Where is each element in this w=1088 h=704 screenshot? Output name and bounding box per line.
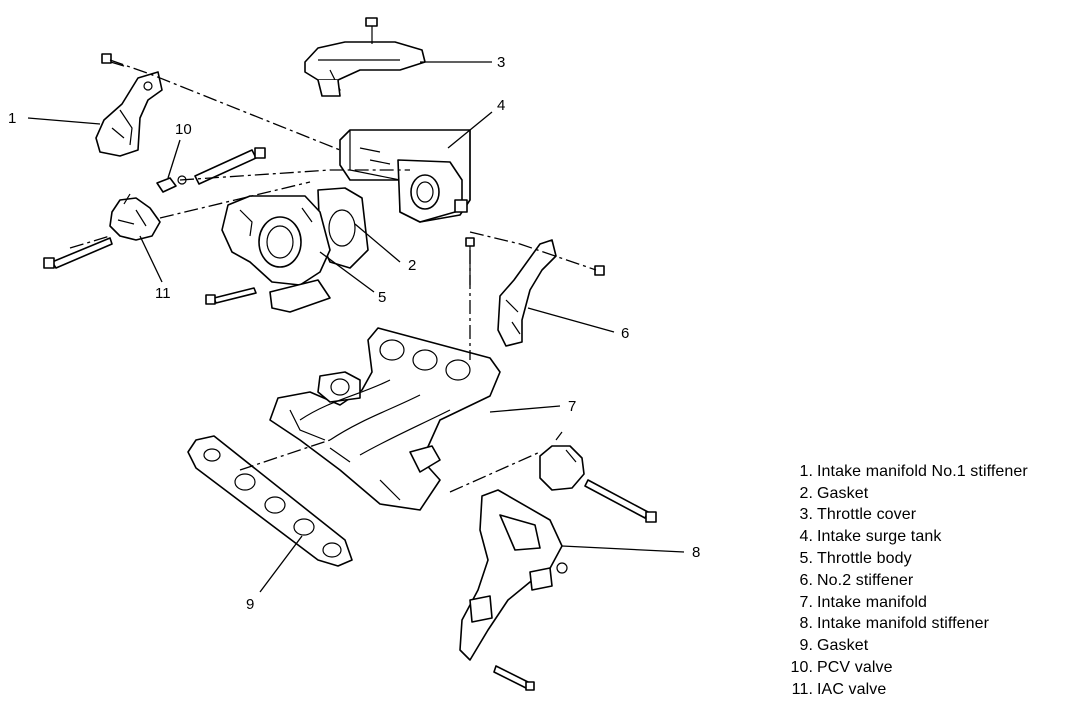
- legend-item: 8.Intake manifold stiffener: [780, 614, 1085, 636]
- surge-tank-gasket: [317, 187, 369, 269]
- legend-label: Intake manifold No.1 stiffener: [817, 462, 1028, 480]
- legend-item: 6.No.2 stiffener: [780, 570, 1085, 592]
- legend-label: Gasket: [817, 484, 869, 502]
- legend-item: 9.Gasket: [780, 635, 1085, 657]
- callout-labels: 1 2 3 4 5 6 7 8 9 10 11: [8, 54, 700, 613]
- callout-5: 5: [378, 289, 386, 306]
- callout-1: 1: [8, 110, 16, 127]
- legend-number: 9.: [799, 637, 813, 655]
- callout-11: 11: [155, 285, 171, 302]
- legend-label: Throttle cover: [817, 506, 917, 524]
- callout-10: 10: [175, 121, 192, 138]
- callout-4: 4: [497, 97, 505, 114]
- callout-6: 6: [621, 325, 629, 342]
- intake-surge-tank: [339, 129, 471, 223]
- legend-number: 4.: [799, 528, 813, 546]
- legend-item: 1.Intake manifold No.1 stiffener: [780, 461, 1085, 483]
- callout-2: 2: [408, 257, 416, 274]
- callout-9: 9: [246, 596, 254, 613]
- legend-item: 10.PCV valve: [780, 657, 1085, 679]
- callout-8: 8: [692, 544, 700, 561]
- intake-manifold: [269, 327, 501, 511]
- assembly-centerlines: [69, 59, 597, 493]
- legend-item: 5.Throttle body: [780, 548, 1085, 570]
- legend-number: 5.: [799, 550, 813, 568]
- legend-label: Gasket: [817, 637, 869, 655]
- intake-manifold-stiffener: [459, 489, 568, 691]
- legend-label: No.2 stiffener: [817, 571, 914, 589]
- throttle-body: [205, 195, 331, 313]
- callout-3: 3: [497, 54, 505, 71]
- legend-number: 2.: [799, 484, 813, 502]
- manifold-gasket: [187, 435, 353, 567]
- legend-label: Intake manifold stiffener: [817, 615, 990, 633]
- no1-stiffener: [95, 53, 163, 157]
- legend-number: 11.: [791, 680, 813, 698]
- legend-label: Throttle body: [817, 550, 912, 568]
- leader-lines: [27, 61, 685, 593]
- pcv-valve: [156, 147, 266, 193]
- legend-label: Intake surge tank: [817, 528, 942, 546]
- legend-number: 10.: [790, 659, 813, 677]
- legend-item: 3.Throttle cover: [780, 505, 1085, 527]
- legend-item: 4.Intake surge tank: [780, 526, 1085, 548]
- legend-number: 8.: [799, 615, 813, 633]
- legend-label: IAC valve: [817, 680, 887, 698]
- manifold-bracket-valve: [539, 431, 657, 523]
- legend-number: 3.: [799, 506, 813, 524]
- throttle-cover: [304, 17, 426, 97]
- legend-item: 7.Intake manifold: [780, 592, 1085, 614]
- legend-number: 7.: [799, 593, 813, 611]
- legend-number: 6.: [799, 571, 813, 589]
- legend-number: 1.: [799, 462, 813, 480]
- no2-stiffener: [465, 237, 605, 347]
- legend-item: 2.Gasket: [780, 483, 1085, 505]
- legend-item: 11.IAC valve: [780, 679, 1085, 701]
- legend-label: Intake manifold: [817, 593, 928, 611]
- legend-label: PCV valve: [817, 659, 893, 677]
- iac-valve: [43, 193, 161, 269]
- callout-7: 7: [568, 398, 576, 415]
